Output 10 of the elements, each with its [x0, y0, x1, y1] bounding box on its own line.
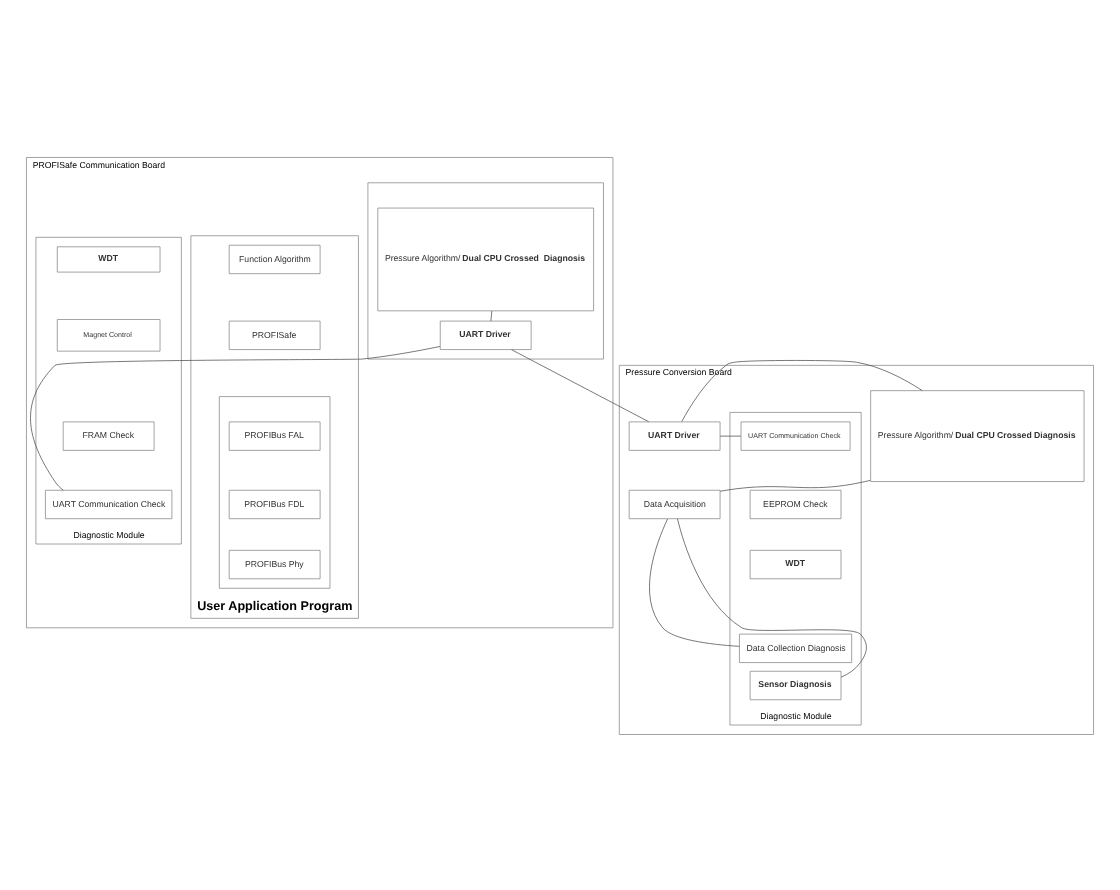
- connector: [681, 359, 923, 422]
- connector: [719, 434, 742, 436]
- cluster: [218, 395, 331, 588]
- connector: [719, 478, 871, 491]
- cluster: [367, 181, 604, 359]
- connector: [649, 517, 740, 646]
- connector: [511, 348, 650, 422]
- connector: [490, 309, 493, 321]
- connector: [30, 345, 441, 490]
- connector: [677, 517, 867, 677]
